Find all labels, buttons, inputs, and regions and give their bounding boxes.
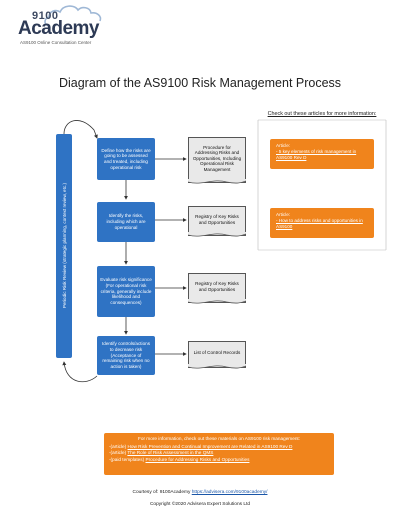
footer-courtesy: Courtesy of: 9100Academy https://adviser… xyxy=(0,490,400,495)
more-info-header: For more information, check out these ma… xyxy=(137,436,301,441)
more-info-link[interactable]: Procedure for Addressing Risks and Oppor… xyxy=(145,456,250,462)
periodic-risk-review-label: Periodic Risk Review (strategic planning… xyxy=(61,183,67,309)
process-step-text: Define how the risks are going to be ass… xyxy=(101,147,151,170)
process-step-text: Evaluate risk significance (For operatio… xyxy=(100,277,152,306)
more-info-prefix: -(article) xyxy=(109,443,128,449)
footer-copyright: Copyright ©2020 Advisera Expert Solution… xyxy=(149,502,251,507)
logo-subtitle: AS9100 Online Consultation Center xyxy=(20,40,92,45)
articles-header: Check out these articles for more inform… xyxy=(267,111,377,117)
more-info-prefix: -(article) xyxy=(109,450,128,456)
logo: 9100 Academy AS9100 Online Consultation … xyxy=(8,4,128,48)
document-shape: Registry of Key Risks and Opportunities xyxy=(188,273,246,304)
document-shape: List of Control Records xyxy=(188,341,246,369)
document-wave xyxy=(188,299,246,304)
cloud-icon xyxy=(44,5,102,27)
more-info-prefix: -(paid templates) xyxy=(109,456,146,462)
process-step: Identify the risks, including which are … xyxy=(97,202,155,242)
more-info-link[interactable]: How Risk Prevention and Continual Improv… xyxy=(127,443,293,449)
document-wave xyxy=(188,179,246,184)
document-text: List of Control Records xyxy=(193,350,241,356)
article-link[interactable]: - How to address risks and opportunities… xyxy=(276,218,363,230)
more-info-item: -(article) The Role of Risk Assessment i… xyxy=(109,450,329,457)
footer-courtesy-link[interactable]: https://advisera.com/9100academy/ xyxy=(191,490,268,495)
process-step: Evaluate risk significance (For operatio… xyxy=(97,266,155,317)
document-text: Procedure for Addressing Risks and Oppor… xyxy=(192,144,242,172)
periodic-risk-review-bar: Periodic Risk Review (strategic planning… xyxy=(56,134,72,358)
more-info-box: For more information, check out these ma… xyxy=(104,433,334,475)
logo-name: Academy xyxy=(18,18,100,39)
document-text: Registry of Key Risks and Opportunities xyxy=(195,281,239,292)
process-step-text: Identify controls/actions to decrease ri… xyxy=(101,341,150,370)
document-shape: Registry of Key Risks and Opportunities xyxy=(188,206,246,237)
more-info-item: -(article) How Risk Prevention and Conti… xyxy=(109,444,329,451)
page-title: Diagram of the AS9100 Risk Management Pr… xyxy=(58,76,342,90)
article-link[interactable]: - 5 key elements of risk management in A… xyxy=(276,149,357,161)
document-wave xyxy=(188,364,246,369)
article-box[interactable]: Article: - How to address risks and oppo… xyxy=(270,208,374,238)
article-label: Article: xyxy=(276,212,291,217)
process-step: Define how the risks are going to be ass… xyxy=(97,138,155,180)
document-text: Registry of Key Risks and Opportunities xyxy=(195,214,239,225)
footer-courtesy-text: Courtesy of: 9100Academy xyxy=(132,490,192,495)
document-shape: Procedure for Addressing Risks and Oppor… xyxy=(188,137,246,184)
document-wave xyxy=(188,232,246,237)
logo-number: 9100 xyxy=(32,10,59,22)
process-step-text: Identify the risks, including which are … xyxy=(106,213,146,230)
article-box[interactable]: Article: - 5 key elements of risk manage… xyxy=(270,139,374,169)
process-step: Identify controls/actions to decrease ri… xyxy=(97,336,155,375)
more-info-item: -(paid templates) Procedure for Addressi… xyxy=(109,457,329,464)
more-info-link[interactable]: The Role of Risk Assessment in the QMS xyxy=(127,450,214,456)
article-label: Article: xyxy=(276,143,291,148)
